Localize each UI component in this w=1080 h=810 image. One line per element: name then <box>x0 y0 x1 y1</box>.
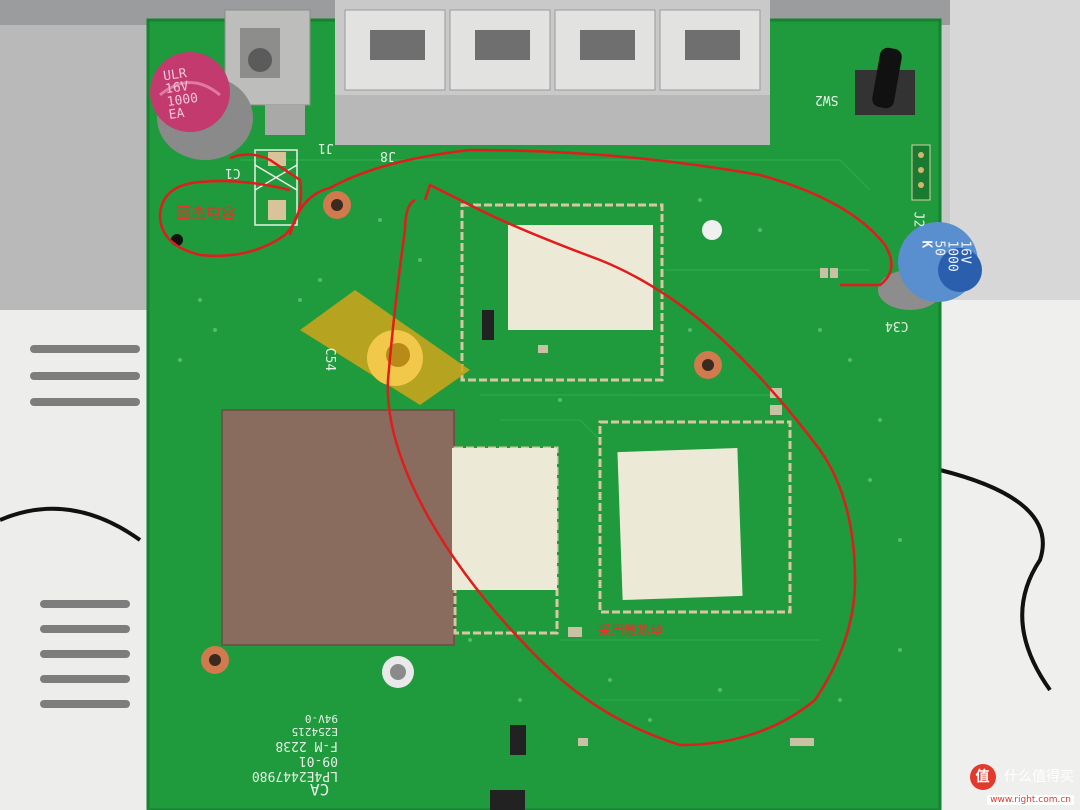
silk-sw2: SW2 <box>815 92 839 107</box>
silk-cert-line: 94V-0 <box>304 712 338 725</box>
silk-cert-block: LP4E2447980 09-01 F-M 2238 E254215 94V-0 <box>228 712 338 783</box>
red-annotations <box>158 148 893 747</box>
watermark-url: www.right.com.cn <box>987 795 1074 805</box>
right-capacitor <box>878 222 982 310</box>
silk-j1: J1 <box>318 140 334 155</box>
c1-footprint <box>254 149 298 226</box>
watermark-text: 什么值得买 <box>1004 769 1074 785</box>
silk-cert-line: F-M 2238 <box>275 738 338 753</box>
solid-capacitor-annotation: 固态电容 <box>176 204 237 222</box>
copper-shield <box>222 410 454 645</box>
pcb-traces <box>240 159 871 701</box>
silk-c54: C54 <box>322 347 338 372</box>
watermark: 值 什么值得买 www.right.com.cn <box>969 764 1074 806</box>
thermal-pad-annotation: 采用散热垫 <box>598 624 664 639</box>
case-vents-left <box>30 345 140 708</box>
silk-j8: J8 <box>380 148 396 163</box>
cap-line: 16V <box>957 240 973 264</box>
thermal-pad-middle <box>452 448 557 590</box>
kapton-tape <box>300 290 470 405</box>
ethernet-ports <box>335 0 770 145</box>
j2-header <box>911 144 931 201</box>
thermal-pad-top <box>508 225 653 330</box>
mounting-holes <box>171 191 722 688</box>
smd-components <box>538 268 838 746</box>
silk-cert-line: E254215 <box>291 725 338 738</box>
silk-c34: C34 <box>885 318 909 333</box>
silk-c1: C1 <box>225 165 241 180</box>
pcb-vias <box>178 198 902 722</box>
thermal-pad-right <box>617 447 743 601</box>
watermark-logo: 值 <box>969 764 996 790</box>
silk-cert-line: 09-01 <box>298 753 338 768</box>
silk-ca-mark: CA <box>310 780 330 799</box>
white-case-right <box>935 300 1080 810</box>
left-capacitor <box>150 52 253 160</box>
cap-line: 1000 <box>944 240 960 272</box>
shield-frame-right <box>598 420 792 614</box>
silk-j2: J2 <box>910 211 926 228</box>
dc-power-jack <box>224 9 311 135</box>
cap-line: K <box>918 240 934 249</box>
sw2-button <box>855 47 915 115</box>
right-capacitor-print: 16V 1000 50 K <box>918 240 973 272</box>
ic-chips <box>482 310 526 810</box>
white-case-left <box>0 310 160 810</box>
